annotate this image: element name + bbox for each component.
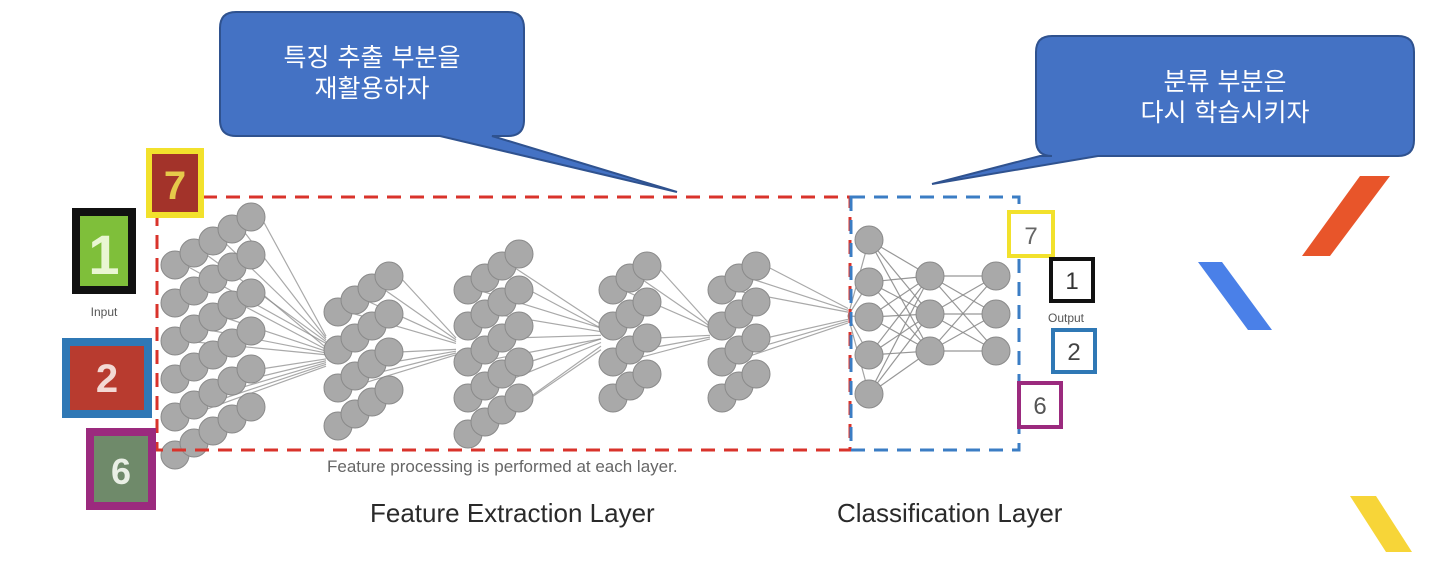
output-tile-1: 1 bbox=[1049, 257, 1095, 303]
network-node bbox=[741, 287, 771, 317]
callout-left-line2: 재활용하자 bbox=[314, 74, 430, 103]
network-edge bbox=[868, 239, 931, 352]
network-node bbox=[236, 316, 266, 346]
network-node bbox=[504, 311, 534, 341]
network-edge bbox=[868, 313, 931, 395]
network-node bbox=[236, 202, 266, 232]
network-node bbox=[741, 359, 771, 389]
input-tile-6: 6 bbox=[86, 428, 156, 510]
accent-yellow-stroke bbox=[1350, 496, 1412, 552]
classification-caption: Classification Layer bbox=[837, 498, 1063, 528]
accent-blue-stroke bbox=[1198, 262, 1272, 330]
feature-extraction-box bbox=[155, 195, 852, 452]
input-tile-7-digit: 7 bbox=[164, 164, 186, 208]
callout-left-text: 특징 추출 부분을 재활용하자 bbox=[222, 42, 522, 104]
network-edge bbox=[868, 275, 931, 395]
network-node bbox=[504, 347, 534, 377]
network-node bbox=[504, 275, 534, 305]
input-tile-2-digit: 2 bbox=[96, 357, 118, 401]
output-tile-6: 6 bbox=[1017, 381, 1063, 429]
network-edge bbox=[398, 275, 457, 339]
network-edge bbox=[398, 348, 457, 353]
network-node bbox=[915, 336, 945, 366]
network-edge bbox=[639, 277, 711, 327]
network-node bbox=[236, 278, 266, 308]
network-edge bbox=[656, 334, 711, 339]
network-node bbox=[374, 261, 404, 291]
output-tile-2-digit: 2 bbox=[1067, 339, 1080, 366]
network-edge bbox=[868, 281, 931, 352]
network-node bbox=[374, 299, 404, 329]
network-node bbox=[854, 340, 884, 370]
input-tile-2: 2 bbox=[62, 338, 152, 418]
callout-right-line1: 분류 부분은 bbox=[1163, 67, 1287, 96]
network-node bbox=[981, 261, 1011, 291]
network-node bbox=[236, 354, 266, 384]
network-edge bbox=[748, 277, 849, 311]
network-node bbox=[741, 323, 771, 353]
callout-right-line2: 다시 학습시키자 bbox=[1140, 98, 1310, 127]
network-node bbox=[632, 359, 662, 389]
accent-orange-stroke bbox=[1302, 176, 1390, 256]
callout-left-line1: 특징 추출 부분을 bbox=[283, 43, 461, 72]
network-node bbox=[632, 323, 662, 353]
network-node bbox=[915, 261, 945, 291]
input-tile-1: 1 bbox=[72, 208, 136, 294]
callout-right-text: 분류 부분은 다시 학습시키자 bbox=[1036, 66, 1414, 128]
network-node bbox=[632, 287, 662, 317]
network-edge bbox=[765, 265, 849, 310]
network-node bbox=[236, 240, 266, 270]
network-edge bbox=[656, 265, 711, 325]
network-node bbox=[632, 251, 662, 281]
network-node bbox=[374, 337, 404, 367]
classification-box bbox=[849, 195, 1021, 452]
network-node bbox=[504, 239, 534, 269]
input-tile-1-digit: 1 bbox=[88, 223, 119, 286]
network-node bbox=[981, 299, 1011, 329]
network-node bbox=[374, 375, 404, 405]
network-edge bbox=[528, 338, 602, 363]
output-tile-7: 7 bbox=[1007, 210, 1055, 258]
network-edge bbox=[184, 365, 327, 418]
input-tile-6-digit: 6 bbox=[111, 451, 131, 492]
network-edge bbox=[241, 304, 327, 350]
callout-left-bubble bbox=[219, 11, 678, 193]
network-edge bbox=[868, 275, 931, 356]
network-node bbox=[236, 392, 266, 422]
network-edge bbox=[511, 265, 602, 326]
network-edge bbox=[477, 338, 602, 363]
network-node bbox=[854, 379, 884, 409]
output-tile-1-digit: 1 bbox=[1065, 268, 1078, 295]
network-node bbox=[915, 299, 945, 329]
network-node bbox=[854, 302, 884, 332]
network-edge bbox=[381, 287, 457, 341]
callout-right-bubble bbox=[931, 35, 1415, 185]
network-node bbox=[854, 225, 884, 255]
network-edge bbox=[868, 239, 931, 315]
network-edge bbox=[765, 318, 849, 339]
network-edge bbox=[260, 292, 327, 349]
feature-extraction-caption: Feature Extraction Layer bbox=[370, 498, 655, 528]
network-node bbox=[741, 251, 771, 281]
network-edge bbox=[260, 358, 327, 370]
input-label: Input bbox=[91, 305, 118, 319]
output-tile-6-digit: 6 bbox=[1033, 393, 1046, 420]
output-label: Output bbox=[1048, 311, 1085, 325]
input-tile-7: 7 bbox=[146, 148, 204, 218]
output-tile-2: 2 bbox=[1051, 328, 1097, 374]
network-edge bbox=[528, 289, 602, 329]
network-edge bbox=[260, 216, 327, 337]
network-edge bbox=[929, 275, 997, 352]
output-tile-7-digit: 7 bbox=[1024, 223, 1037, 250]
network-node bbox=[981, 336, 1011, 366]
network-node bbox=[854, 267, 884, 297]
network-node bbox=[504, 383, 534, 413]
feature-processing-note: Feature processing is performed at each … bbox=[327, 457, 678, 476]
